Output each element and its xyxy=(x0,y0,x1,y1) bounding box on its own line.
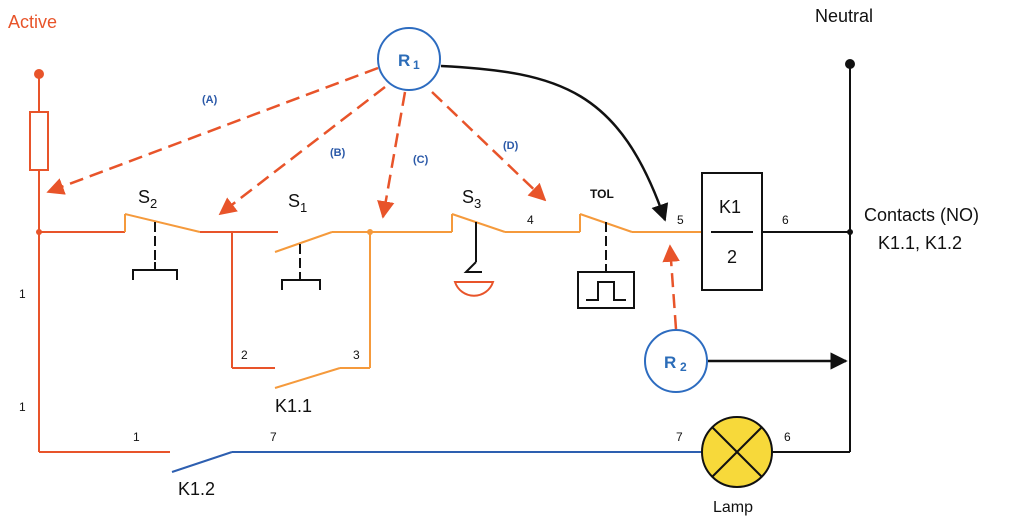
wire-num-7-left: 7 xyxy=(270,430,277,444)
wire-num-6-bottom: 6 xyxy=(784,430,791,444)
s1-label: S1 xyxy=(288,191,307,215)
arrow-b xyxy=(218,86,386,216)
k1-2-contact xyxy=(171,451,233,473)
tag-b: (B) xyxy=(330,147,346,159)
tag-c: (C) xyxy=(413,154,429,166)
tag-d: (D) xyxy=(503,140,519,152)
k1-1-label: K1.1 xyxy=(275,396,312,416)
active-supply xyxy=(29,69,170,453)
s3-switch xyxy=(451,213,506,297)
contacts-title: Contacts (NO) xyxy=(864,205,979,225)
s2-letter: S xyxy=(138,187,150,207)
wire-num-2: 2 xyxy=(241,348,248,362)
lamp-label: Lamp xyxy=(713,499,753,516)
k1-1-contact xyxy=(274,367,341,389)
r2-sub: 2 xyxy=(680,360,687,374)
k1-coil xyxy=(701,172,763,291)
lamp-rung xyxy=(171,416,773,488)
active-label: Active xyxy=(8,12,57,32)
wire-num-left-1b: 1 xyxy=(19,400,26,414)
r1-letter: R xyxy=(398,51,410,70)
s3-label: S3 xyxy=(462,187,481,211)
wire-num-5: 5 xyxy=(677,213,684,227)
fuse xyxy=(29,111,49,171)
s2-stop-switch xyxy=(124,213,201,280)
tol-label: TOL xyxy=(590,187,614,201)
s2-sub: 2 xyxy=(150,196,157,211)
r2-letter: R xyxy=(664,353,676,372)
lamp-symbol xyxy=(701,416,773,488)
tol-overload xyxy=(577,213,635,309)
r2-relay: R 2 xyxy=(644,244,848,393)
wire-num-6-top: 6 xyxy=(782,213,789,227)
wire-num-left-1a: 1 xyxy=(19,287,26,301)
control-rung xyxy=(39,172,853,389)
s1-sub: 1 xyxy=(300,200,307,215)
tag-a: (A) xyxy=(202,94,218,106)
s2-label: S2 xyxy=(138,187,157,211)
arrow-r2-up xyxy=(662,244,680,330)
neutral-label: Neutral xyxy=(815,6,873,26)
k1-2-label: K1.2 xyxy=(178,479,215,499)
arrow-r1-to-coil xyxy=(440,64,669,222)
k1-coil-bottom-label: 2 xyxy=(727,247,737,267)
arrow-c xyxy=(377,91,407,219)
r1-dashed-arrows xyxy=(46,64,669,222)
wire-num-4: 4 xyxy=(527,213,534,227)
float-bulb xyxy=(453,281,495,297)
s1-start-switch xyxy=(274,231,333,290)
wire-num-bottom-1: 1 xyxy=(133,430,140,444)
arrow-d xyxy=(431,91,547,202)
contacts-list: K1.1, K1.2 xyxy=(878,233,962,253)
k1-coil-top-label: K1 xyxy=(719,197,741,217)
s3-letter: S xyxy=(462,187,474,207)
r1-sub: 1 xyxy=(413,58,420,72)
arrow-a xyxy=(46,66,379,195)
r1-relay: R 1 xyxy=(377,27,441,91)
wire-num-3: 3 xyxy=(353,348,360,362)
neutral-supply xyxy=(772,59,855,453)
s1-letter: S xyxy=(288,191,300,211)
s3-sub: 3 xyxy=(474,196,481,211)
wire-num-7-right: 7 xyxy=(676,430,683,444)
